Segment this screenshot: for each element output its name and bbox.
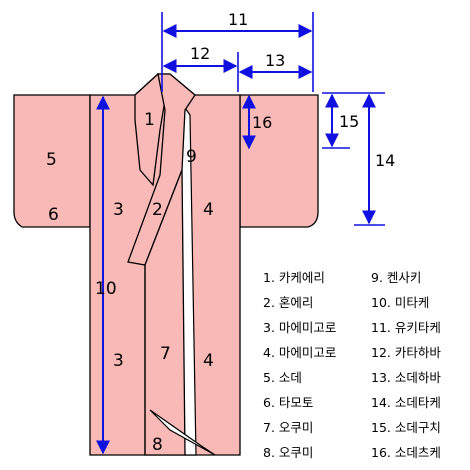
label-p9: 9 [186, 147, 197, 167]
label-p6: 6 [48, 205, 59, 225]
right-legend-item: 11. 유키타케 [371, 320, 441, 335]
left-legend-item: 4. 마에미고로 [263, 345, 336, 360]
right-sleeve [239, 94, 319, 228]
label-d13: 13 [265, 51, 285, 70]
label-p2: 2 [152, 200, 163, 220]
left-legend-item: 1. 카케에리 [263, 270, 325, 285]
label-d11: 11 [228, 10, 248, 29]
left-legend-item: 7. 오쿠미 [263, 420, 313, 435]
label-p5: 5 [46, 150, 57, 170]
right-legend-item: 14. 소데타케 [371, 395, 441, 410]
right-legend-item: 12. 카타하바 [371, 345, 441, 360]
okumi-fold-tip [149, 409, 216, 456]
label-d16: 16 [252, 113, 272, 132]
label-d14: 14 [375, 151, 395, 170]
label-p1: 1 [144, 110, 155, 130]
label-p8: 8 [152, 435, 163, 455]
label-p3a: 3 [113, 200, 124, 220]
dimension-arrows [96, 12, 385, 455]
left-legend-item: 8. 오쿠미 [263, 445, 313, 460]
dimension-labels: 11 12 13 14 15 16 [190, 10, 395, 170]
label-d12: 12 [190, 44, 210, 63]
right-legend-item: 13. 소데하바 [371, 370, 441, 385]
part-labels: 1 2 3 3 4 4 5 6 7 8 9 10 [46, 110, 214, 455]
parts-legend: 1. 카케에리 2. 혼에리 3. 마에미고로 4. 마에미고로 5. 소데 6. 타모토… [263, 270, 441, 460]
left-sleeve [13, 94, 91, 228]
label-p7: 7 [160, 344, 171, 364]
label-d15: 15 [339, 112, 359, 131]
label-p3b: 3 [113, 351, 124, 371]
right-legend-item: 9. 켄사키 [371, 270, 421, 285]
label-p10: 10 [95, 279, 117, 299]
right-legend-item: 15. 소데구치 [371, 420, 441, 435]
right-legend-item: 10. 미타케 [371, 295, 429, 310]
label-p4a: 4 [203, 200, 214, 220]
left-legend-item: 3. 마에미고로 [263, 320, 336, 335]
label-p4b: 4 [203, 351, 214, 371]
left-legend-item: 5. 소데 [263, 370, 302, 385]
left-legend-item: 6. 타모토 [263, 395, 313, 410]
kimono-garment [13, 73, 319, 456]
left-legend-item: 2. 혼에리 [263, 295, 313, 310]
right-legend-item: 16. 소데츠케 [371, 445, 441, 460]
